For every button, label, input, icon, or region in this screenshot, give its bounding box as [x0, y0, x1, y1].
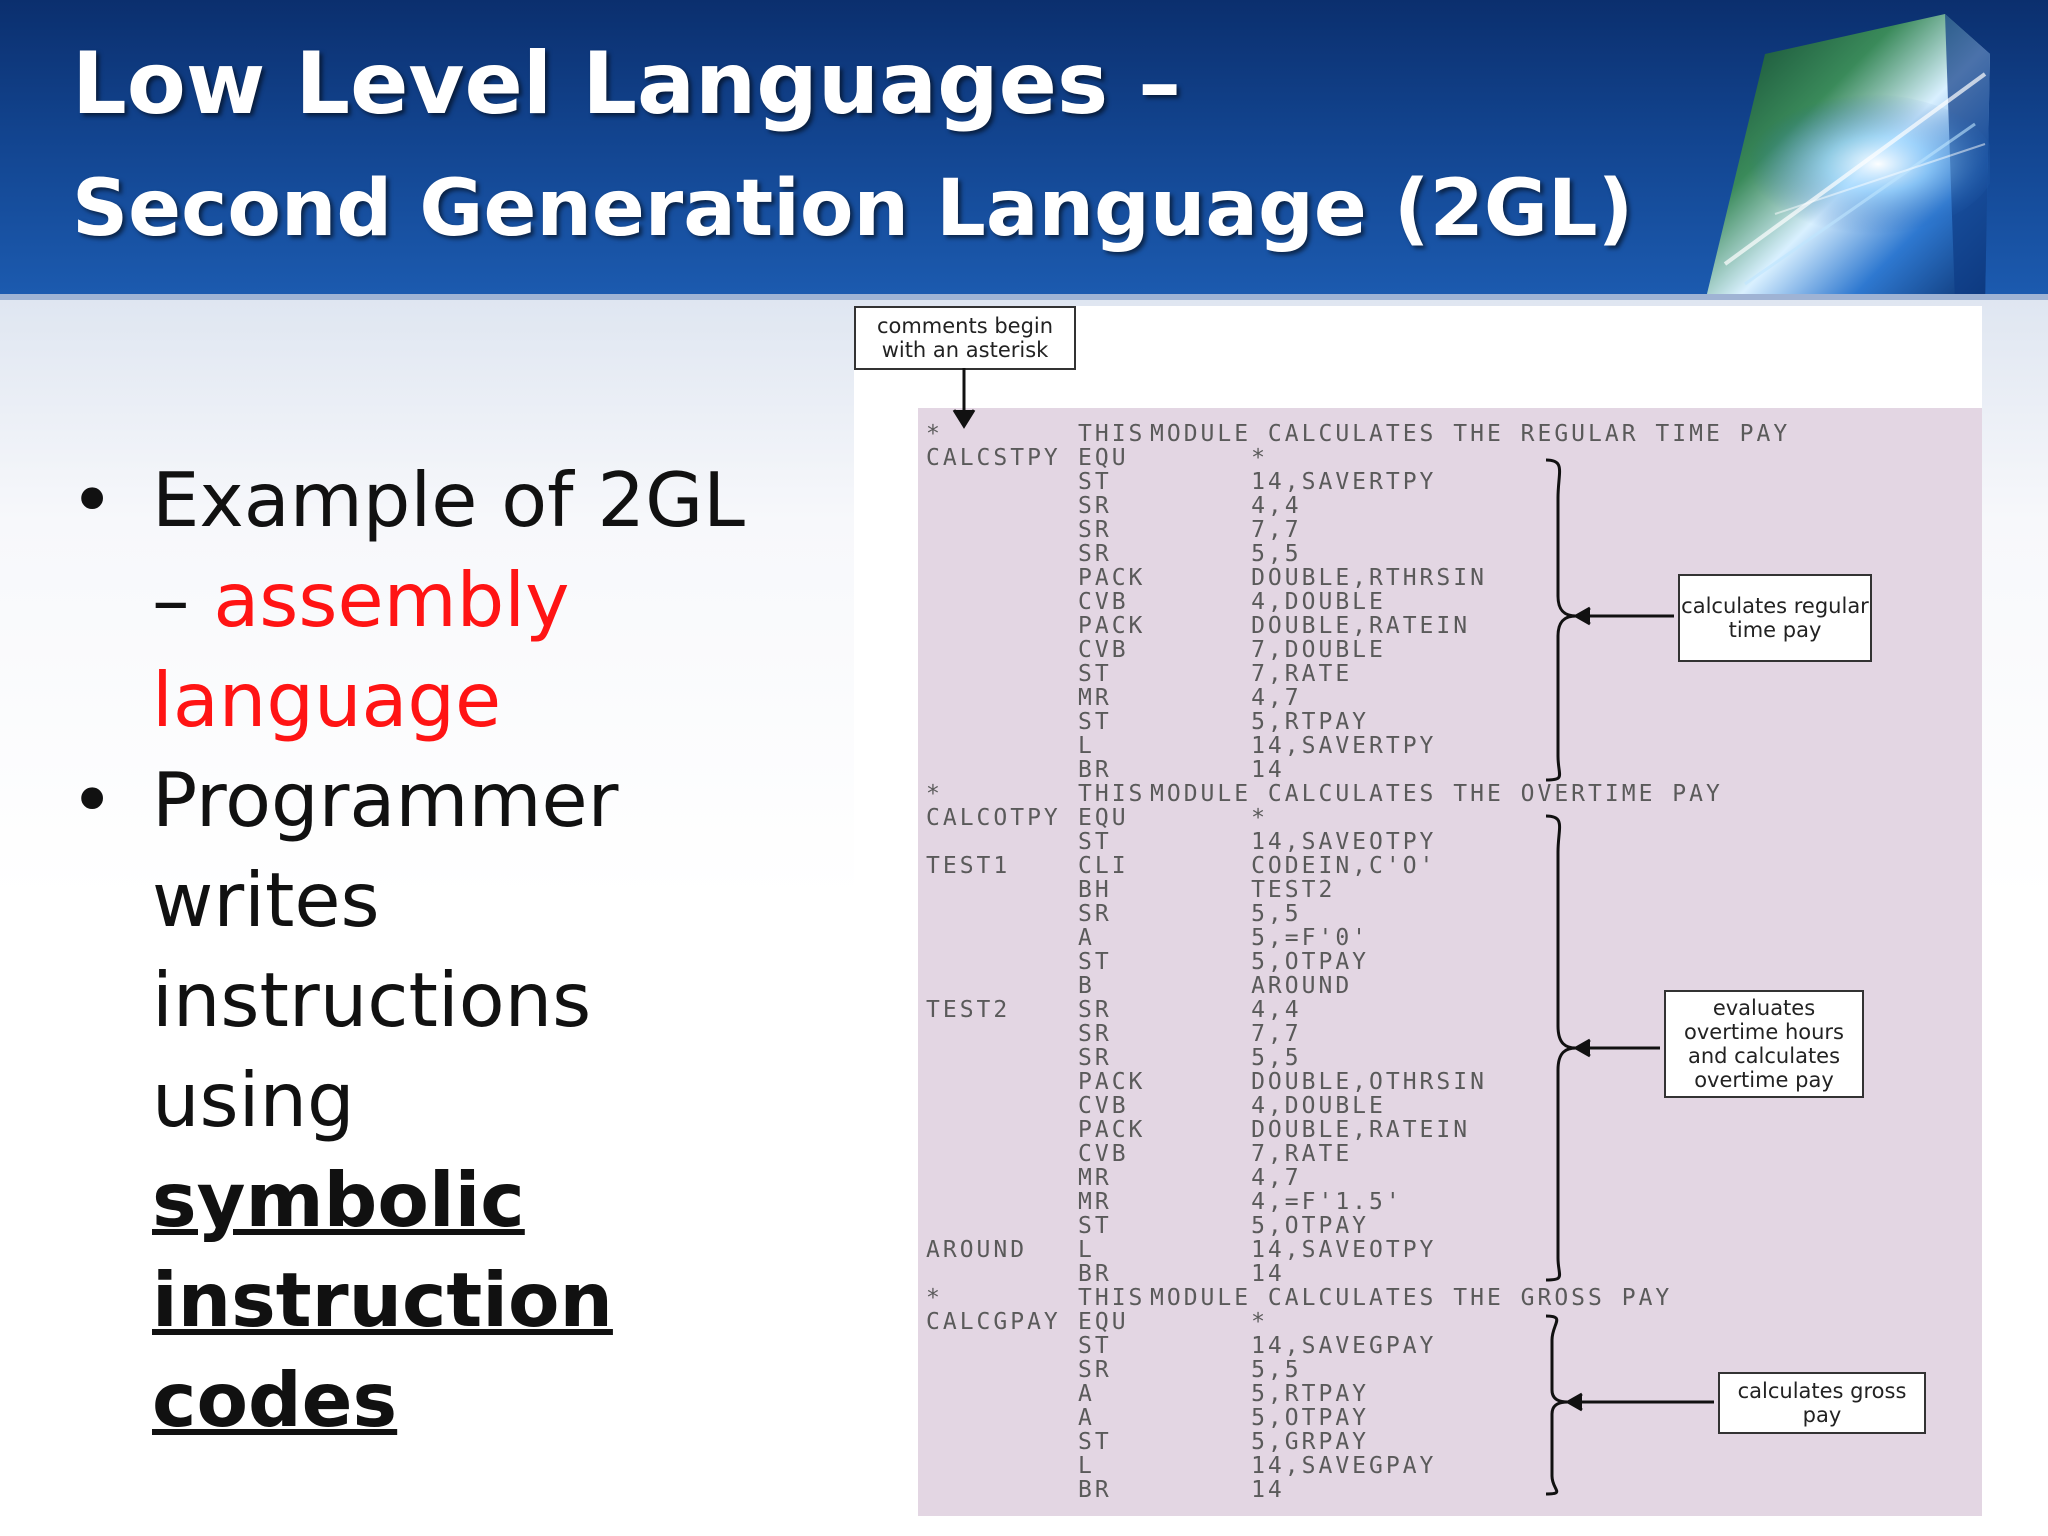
code-opcodes-column: THIS EQU ST SR SR SR PACK CVB PACK CVB S… [1078, 421, 1146, 1503]
slide-title-line2: Second Generation Language (2GL) [72, 164, 1634, 254]
bullet-dot-icon: • [70, 456, 115, 544]
code-labels-column: * CALCSTPY * CALCOTPY TEST1 TEST2 AROUND… [926, 421, 1061, 1335]
bullet-text: Example of 2GL [152, 456, 745, 544]
assembly-code-figure: * CALCSTPY * CALCOTPY TEST1 TEST2 AROUND… [854, 306, 1982, 1516]
bullet-text: Programmer [152, 756, 619, 844]
callout-overtime-pay: evaluates overtime hours and calculates … [1664, 990, 1864, 1098]
bullet-text: writes [152, 856, 380, 944]
callout-gross-pay: calculates gross pay [1718, 1372, 1926, 1434]
emphasis-text: symbolic [152, 1156, 525, 1244]
emphasis-text: instruction [152, 1256, 613, 1344]
emphasis-text: codes [152, 1356, 398, 1444]
callout-comments: comments begin with an asterisk [854, 306, 1076, 370]
title-banner: Low Level Languages – Second Generation … [0, 0, 2048, 300]
bullet-text: – [152, 556, 214, 644]
highlight-text: assembly [213, 556, 570, 644]
bullet-list: • Example of 2GL – assembly language • P… [70, 450, 750, 1450]
code-operands-column: MODULE CALCULATES THE REGULAR TIME PAY *… [1150, 421, 1791, 1503]
bullet-dot-icon: • [70, 756, 115, 844]
decorative-light-cube-icon [1705, 14, 1990, 300]
slide-title-line1: Low Level Languages – [72, 34, 1182, 134]
callout-regular-pay: calculates regular time pay [1678, 574, 1872, 662]
bullet-item-example: • Example of 2GL – assembly language [70, 450, 750, 750]
bullet-item-programmer: • Programmer writes instructions using s… [70, 750, 750, 1450]
bullet-text: instructions [152, 956, 592, 1044]
bullet-text: using [152, 1056, 379, 1144]
highlight-text: language [152, 656, 502, 744]
